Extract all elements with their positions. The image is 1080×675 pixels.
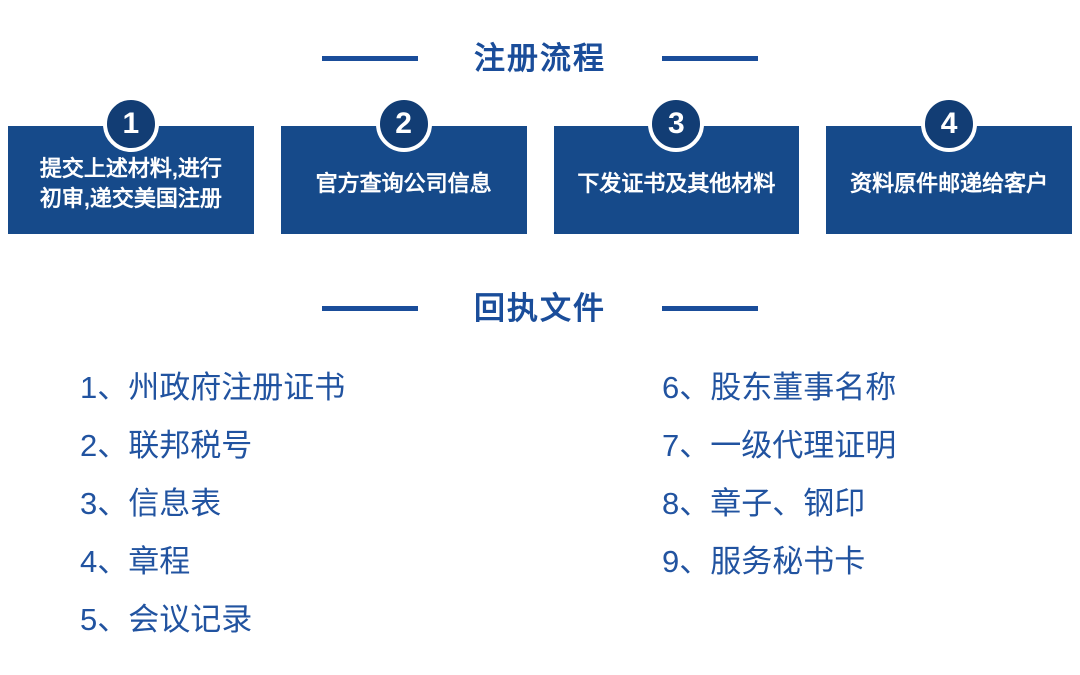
step-number: 1 [122, 107, 140, 140]
step-text-line: 下发证书及其他材料 [577, 171, 776, 196]
step-box-4: 资料原件邮递给客户 [826, 126, 1072, 234]
step-number: 4 [940, 107, 958, 140]
documents-section-title: 回执文件 [474, 291, 606, 326]
title-dash-right [662, 56, 758, 61]
step-text-line: 提交上述材料,进行 [39, 156, 222, 181]
step-number-badge-1: 1 [102, 96, 159, 152]
title-dash-left [322, 306, 418, 311]
doc-item: 4、章程 [80, 544, 191, 579]
step-text-line: 初审,递交美国注册 [39, 186, 222, 211]
documents-title-row: 回执文件 [0, 292, 1080, 325]
step-text-line: 资料原件邮递给客户 [850, 171, 1049, 196]
step-card-3: 下发证书及其他材料 3 [553, 96, 800, 234]
step-card-4: 资料原件邮递给客户 4 [826, 96, 1072, 234]
documents-column-right: 6、股东董事名称 7、一级代理证明 8、章子、钢印 9、服务秘书卡 [540, 359, 1080, 649]
doc-item: 6、股东董事名称 [662, 370, 897, 405]
title-dash-right [662, 306, 758, 311]
doc-item: 5、会议记录 [80, 602, 253, 637]
doc-item: 8、章子、钢印 [662, 486, 866, 521]
documents-column-left: 1、州政府注册证书 2、联邦税号 3、信息表 4、章程 5、会议记录 [0, 359, 540, 649]
step-number-badge-2: 2 [375, 96, 432, 152]
process-title-row: 注册流程 [0, 0, 1080, 75]
step-number-badge-3: 3 [648, 96, 705, 152]
step-text-line: 官方查询公司信息 [315, 171, 492, 196]
documents-list: 1、州政府注册证书 2、联邦税号 3、信息表 4、章程 5、会议记录 6、股东董… [0, 359, 1080, 649]
doc-item: 9、服务秘书卡 [662, 544, 866, 579]
doc-item: 3、信息表 [80, 486, 222, 521]
process-steps-row: 提交上述材料,进行 初审,递交美国注册 1 官方查询公司信息 2 下发证书及其他… [0, 96, 1080, 234]
doc-item: 2、联邦税号 [80, 428, 253, 463]
step-card-2: 官方查询公司信息 2 [280, 96, 527, 234]
step-number-badge-4: 4 [921, 96, 978, 152]
step-number: 3 [668, 107, 685, 140]
step-number: 2 [395, 107, 412, 140]
title-dash-left [322, 56, 418, 61]
step-card-1: 提交上述材料,进行 初审,递交美国注册 1 [8, 96, 254, 234]
doc-item: 1、州政府注册证书 [80, 370, 346, 405]
doc-item: 7、一级代理证明 [662, 428, 897, 463]
process-section-title: 注册流程 [474, 41, 606, 76]
